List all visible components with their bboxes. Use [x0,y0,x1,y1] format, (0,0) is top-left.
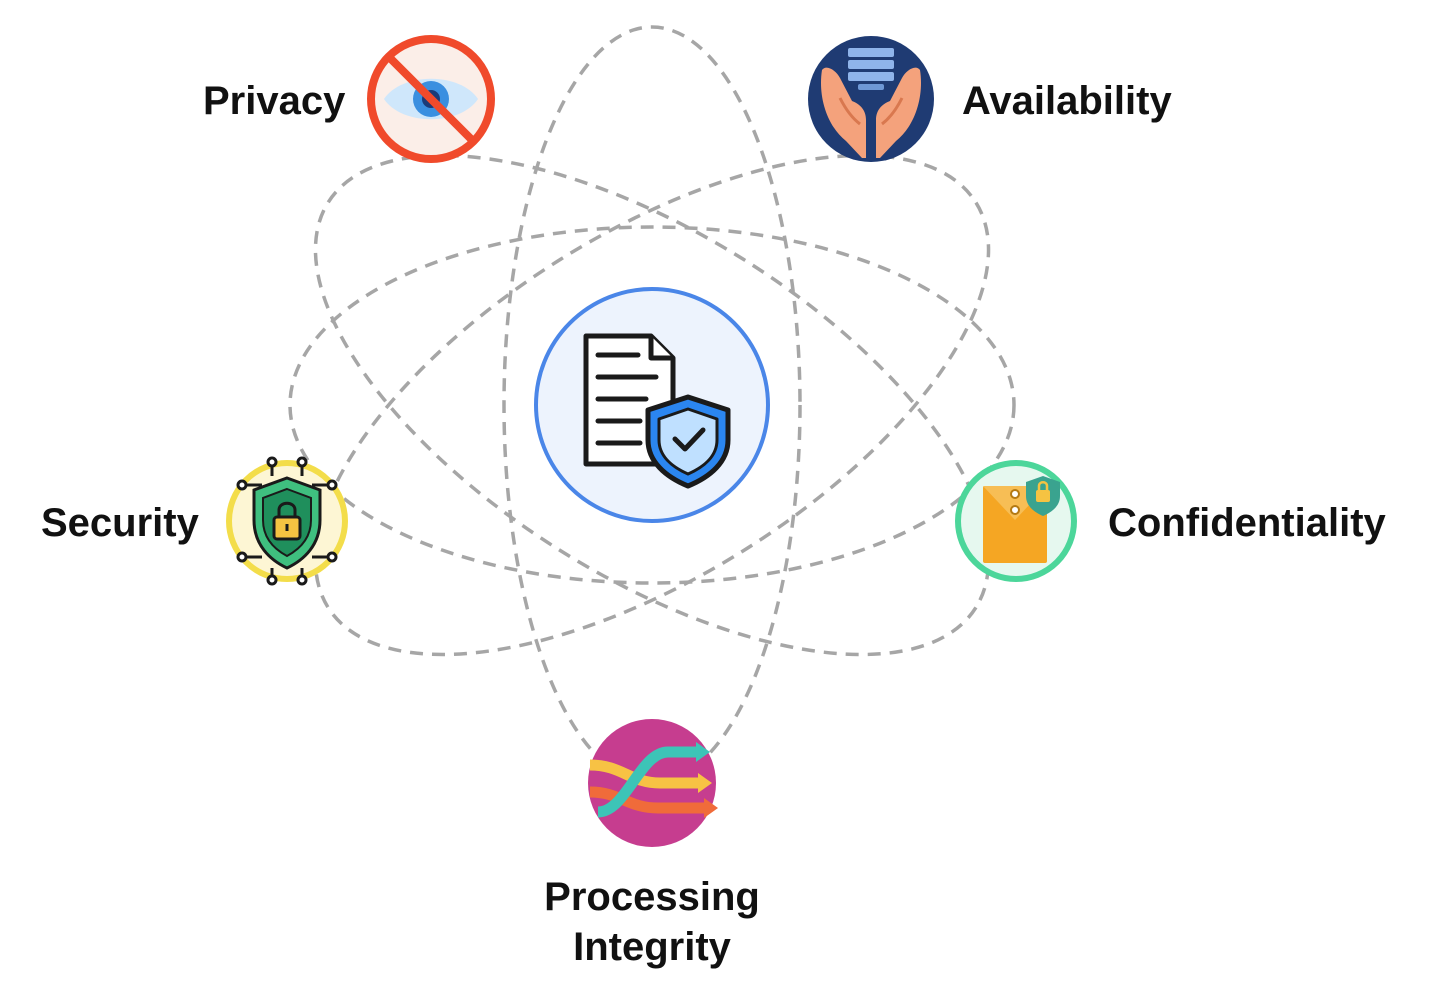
confidentiality-node [955,460,1077,582]
privacy-label: Privacy [203,79,346,123]
eye-crossed-icon [384,53,478,145]
processing-integrity-label-line2: Integrity [573,925,731,969]
orbit-ellipse-vertical [502,25,802,785]
availability-node [808,36,934,162]
processing-integrity-label: Processing Integrity [512,872,792,972]
confidentiality-label: Confidentiality [1108,501,1386,545]
privacy-node [367,35,495,163]
envelope-lock-icon [983,476,1060,563]
hands-server-icon [821,48,921,158]
orbit-ellipse-diagonal-left [313,153,991,657]
orbit-ellipse-horizontal [288,225,1016,585]
orbit-ellipse-diagonal-right [313,153,991,657]
processing-integrity-label-line1: Processing [544,875,760,919]
orbit-group [288,25,1016,785]
security-node [226,456,348,586]
center-node [534,287,770,523]
circuit-shield-lock-icon [236,456,338,586]
security-label: Security [41,501,199,545]
document-shield-check-icon [583,333,731,489]
processing-integrity-node [588,719,718,847]
availability-label: Availability [962,79,1172,123]
crossing-arrows-icon [589,742,718,818]
